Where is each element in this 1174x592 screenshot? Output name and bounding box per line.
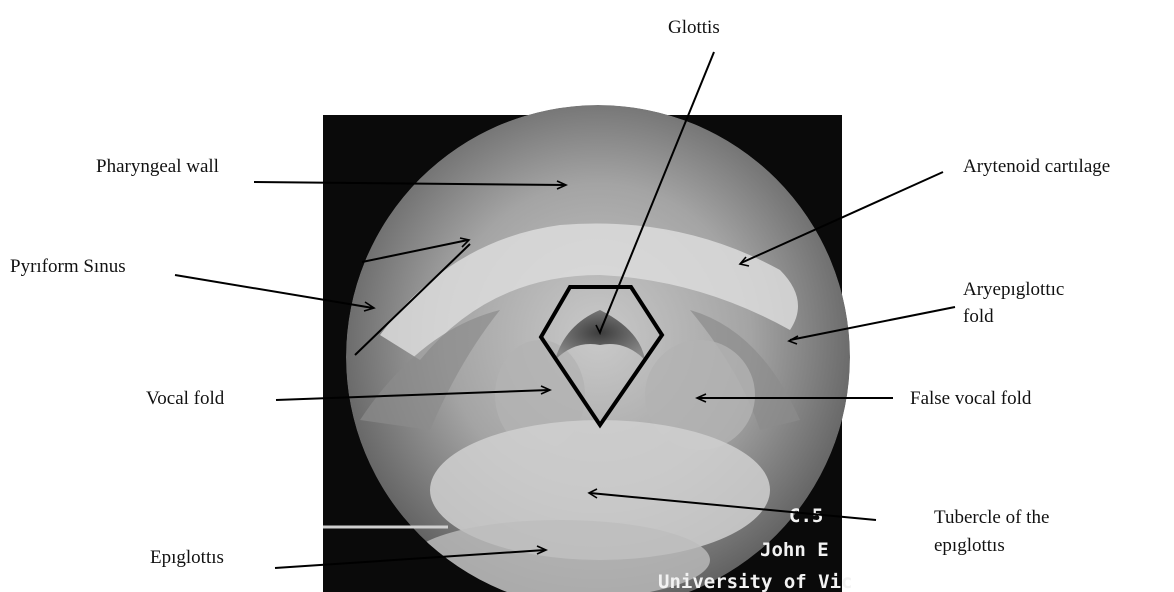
label-glottis: Glottis [668, 17, 720, 38]
label-aryepiglottic-fold-1: Aryepıglottıc [963, 279, 1064, 300]
label-vocal-fold: Vocal fold [146, 388, 225, 409]
label-pharyngeal-wall: Pharyngeal wall [96, 156, 219, 177]
overlay-institution: University of Vic [658, 571, 852, 592]
label-aryepiglottic-fold-2: fold [963, 306, 994, 327]
label-arytenoid-cartilage: Arytenoid cartılage [963, 156, 1110, 177]
label-false-vocal-fold: False vocal fold [910, 388, 1032, 409]
overlay-name: John E [760, 539, 829, 561]
label-epiglottis: Epıglottıs [150, 547, 224, 568]
overlay-code: C.5 [789, 505, 823, 527]
label-tubercle-2: epıglottıs [934, 535, 1005, 556]
label-pyriform-sinus: Pyrıform Sınus [10, 256, 126, 277]
label-tubercle-1: Tubercle of the [934, 507, 1049, 528]
endoscopic-image [346, 105, 850, 592]
